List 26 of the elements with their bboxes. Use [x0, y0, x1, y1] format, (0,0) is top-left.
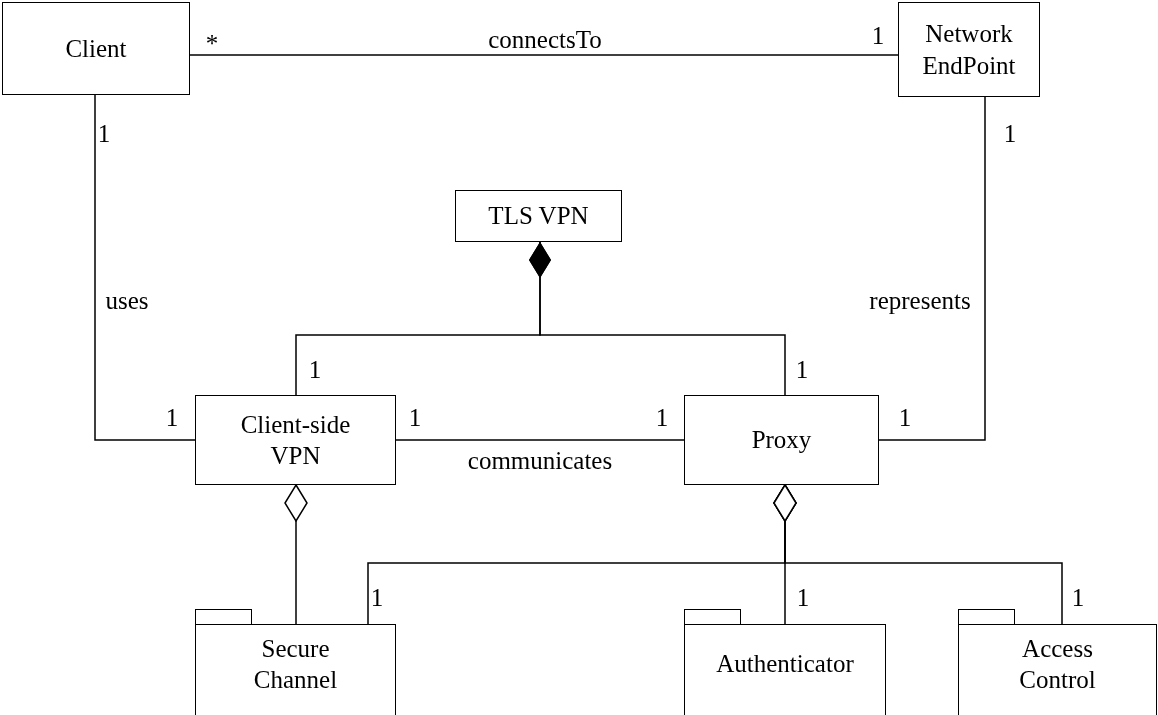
multiplicity-label: 1 [97, 119, 111, 149]
multiplicity-label: 1 [871, 21, 885, 51]
class-box: TLS VPN [455, 190, 622, 242]
aggregation-line [284, 484, 308, 625]
aggregation-line [773, 484, 1063, 625]
edge-label: represents [869, 286, 971, 316]
multiplicity-label: 1 [795, 355, 809, 385]
multiplicity-label: 1 [308, 355, 322, 385]
multiplicity-label: 1 [1003, 119, 1017, 149]
class-box: Client-side VPN [195, 395, 396, 485]
edge-label: uses [105, 286, 149, 316]
edge-label: connectsTo [488, 25, 602, 55]
class-box: Network EndPoint [898, 2, 1040, 97]
association-line [878, 96, 986, 441]
class-box: Proxy [684, 395, 879, 485]
multiplicity-label: 1 [165, 403, 179, 433]
multiplicity-label: 1 [655, 403, 669, 433]
edge-label: communicates [467, 446, 613, 476]
association-line [395, 439, 685, 441]
multiplicity-label: 1 [898, 403, 912, 433]
multiplicity-label: * [205, 29, 219, 59]
composition-line [529, 241, 786, 396]
association-line [189, 54, 899, 56]
multiplicity-label: 1 [408, 403, 422, 433]
association-line [94, 94, 196, 441]
class-box: Client [2, 2, 190, 95]
